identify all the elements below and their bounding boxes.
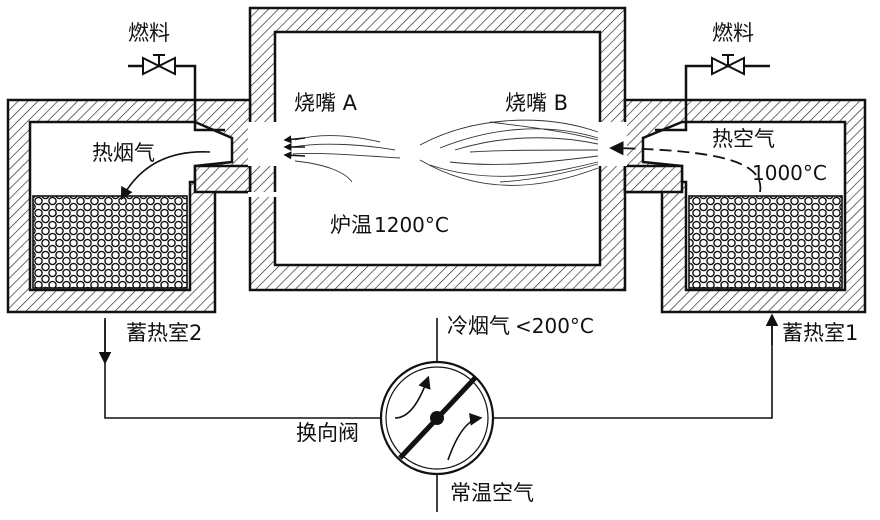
fuel-valve-left-icon xyxy=(142,54,176,76)
regenerator-1-label: 蓄热室1 xyxy=(782,321,858,345)
fuel-label-left: 燃料 xyxy=(128,21,170,45)
fuel-line-left xyxy=(128,54,225,132)
hot-air-label: 热空气 xyxy=(712,127,775,151)
reversing-valve-label: 换向阀 xyxy=(296,421,359,445)
fuel-line-right xyxy=(655,54,770,132)
fuel-valve-right-icon xyxy=(711,54,745,76)
regenerator-2-packed-bed xyxy=(32,195,188,289)
furnace-temp-value: 1200°C xyxy=(374,213,449,237)
hot-air-arrow xyxy=(609,141,762,193)
right-regenerator-housing xyxy=(623,98,867,314)
pipe-network xyxy=(98,313,779,512)
cold-flue-gas-label: 冷烟气 xyxy=(447,314,510,338)
burner-a-flame xyxy=(283,135,401,183)
hot-air-temp-label: 1000°C xyxy=(752,161,827,185)
furnace-chamber xyxy=(248,6,627,292)
burner-b-flame xyxy=(419,119,599,186)
hot-flue-gas-label: 热烟气 xyxy=(92,141,155,165)
ambient-air-label: 常温空气 xyxy=(450,481,534,505)
burner-a-label: 烧嘴 A xyxy=(294,91,358,115)
cold-flue-gas-temp-label: <200°C xyxy=(515,314,594,338)
reversing-valve-icon xyxy=(379,360,495,476)
burner-b-label: 烧嘴 B xyxy=(505,91,568,115)
furnace-temp-label: 炉温 xyxy=(330,213,372,237)
fuel-label-right: 燃料 xyxy=(712,21,754,45)
hot-flue-gas-arrow xyxy=(120,151,211,201)
regenerator-2-label: 蓄热室2 xyxy=(126,321,202,345)
regenerator-1-packed-bed xyxy=(688,195,843,289)
left-regenerator-housing xyxy=(6,98,252,314)
